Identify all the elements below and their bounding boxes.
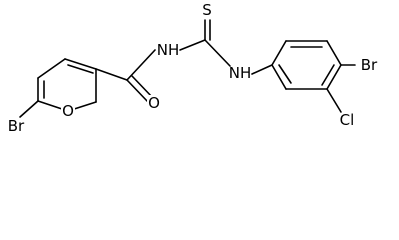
bond-carbonyl-double-1 xyxy=(126,79,149,103)
atom-br-aryl: Br xyxy=(361,56,378,74)
bond-ar3-ar4 xyxy=(326,40,342,66)
atom-nh-aryl: NH xyxy=(229,64,252,82)
bond-ar4-ar5 xyxy=(326,64,342,90)
bond-c4-c3-double xyxy=(67,64,94,74)
bond-furan-carbonyl xyxy=(95,68,128,81)
atom-nh-amide: NH xyxy=(157,41,180,59)
bond-carbonyl-nh xyxy=(126,49,156,81)
bond-ar6-ar1 xyxy=(271,64,287,90)
atom-br-furan: Br xyxy=(8,117,25,135)
bond-ar4-ar5-double xyxy=(321,64,335,86)
atom-o-carbonyl: O xyxy=(148,94,160,112)
bond-c5-br xyxy=(19,100,39,118)
bond-ar1-ar2 xyxy=(271,40,287,66)
molecule-diagram: Br O O NH S NH Br Cl xyxy=(8,1,378,135)
bond-ar6-ar1-double xyxy=(278,64,292,84)
benzene-ring xyxy=(271,40,342,90)
bond-c5-c4 xyxy=(37,58,66,79)
atom-s-thio: S xyxy=(202,1,212,19)
bond-c4-c3 xyxy=(64,58,97,70)
bond-carbonyl-double-2 xyxy=(131,75,154,99)
bond-ar5-cl xyxy=(326,88,342,113)
bond-nh-aryl xyxy=(251,64,273,75)
bond-cs-nh xyxy=(204,39,231,67)
atom-o-furan: O xyxy=(62,102,74,120)
atom-cl-aryl: Cl xyxy=(340,111,355,129)
bond-nh-cs xyxy=(179,39,206,51)
